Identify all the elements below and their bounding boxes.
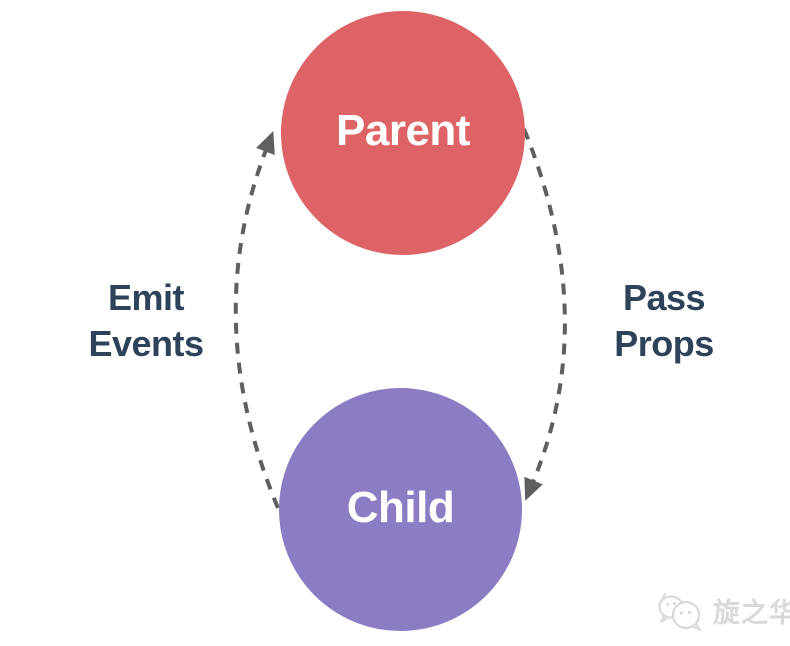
child-node-label: Child [346, 482, 455, 532]
emit-events-label-line2: Events [88, 323, 204, 364]
pass-props-label-line1: Pass [622, 277, 706, 318]
emit-events-label: Emit Events [44, 275, 248, 367]
watermark: 旋之华 [656, 592, 790, 634]
watermark-text: 旋之华 [713, 597, 790, 628]
pass-props-label: Pass Props [562, 275, 766, 367]
wechat-logo-icon [658, 593, 701, 631]
parent-node-label: Parent [336, 106, 470, 155]
pass-props-arrow [522, 128, 567, 501]
parent-node: Parent [281, 11, 525, 255]
child-node: Child [279, 388, 522, 631]
pass-props-label-line2: Props [614, 323, 714, 364]
emit-events-label-line1: Emit [107, 277, 185, 318]
